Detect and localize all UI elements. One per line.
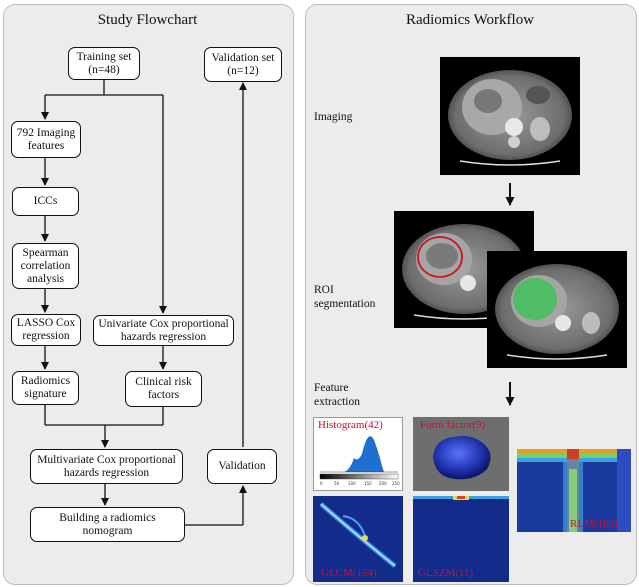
ct-abdomen-drawing xyxy=(448,70,572,166)
form-factor-feature-image xyxy=(413,417,509,491)
ct-scan-image xyxy=(440,57,580,175)
spearman-node: Spearman correlation analysis xyxy=(12,243,79,289)
hist-tick-250: 250 xyxy=(392,481,400,486)
histogram-plot: 0 50 100 150 200 250 xyxy=(319,436,400,486)
glszm-matrix xyxy=(413,496,509,500)
flowchart-title: Study Flowchart xyxy=(97,12,198,28)
clinical-risk-node: Clinical risk factors xyxy=(125,371,202,407)
nomogram-node: Building a radiomics nomogram xyxy=(30,507,185,542)
glcm-feature-image xyxy=(313,496,403,582)
imaging-features-node: 792 Imaging features xyxy=(11,121,81,158)
rlm-feature-image xyxy=(517,449,631,532)
validation-node: Validation xyxy=(207,449,277,484)
glcm-label: GLCM(154) xyxy=(321,567,377,579)
univariate-node: Univariate Cox proportional hazards regr… xyxy=(93,315,234,346)
hist-tick-50: 50 xyxy=(334,481,340,486)
feature-step-label: Feature extraction xyxy=(314,382,360,408)
histogram-feature-image: 0 50 100 150 200 250 xyxy=(313,417,403,491)
rlm-matrix xyxy=(517,449,631,532)
rlm-label: RLM(180) xyxy=(570,518,618,530)
training-set-node: Training set (n=48) xyxy=(68,47,140,80)
form-factor-label: Form factor(9) xyxy=(420,419,486,431)
lasso-node: LASSO Cox regression xyxy=(11,314,81,346)
roi-fill-image xyxy=(487,251,627,368)
multivariate-node: Multivariate Cox proportional hazards re… xyxy=(30,449,183,484)
imaging-step-label: Imaging xyxy=(314,111,353,123)
iccs-node: ICCs xyxy=(12,187,79,216)
glszm-feature-image xyxy=(413,496,509,582)
hist-tick-200: 200 xyxy=(379,481,387,486)
radiomics-signature-node: Radiomics signature xyxy=(12,371,79,405)
hist-tick-150: 150 xyxy=(364,481,372,486)
glcm-matrix xyxy=(319,502,397,568)
form-factor-shape xyxy=(433,436,491,480)
ct-roi-fill-drawing xyxy=(495,264,619,360)
workflow-title: Radiomics Workflow xyxy=(405,12,535,28)
hist-tick-0: 0 xyxy=(320,481,323,486)
roi-step-label: ROI segmentation xyxy=(314,284,376,310)
glszm-label: GLSZM(11) xyxy=(418,567,474,579)
hist-tick-100: 100 xyxy=(348,481,356,486)
validation-set-node: Validation set (n=12) xyxy=(204,47,282,82)
histogram-label: Histogram(42) xyxy=(318,419,383,431)
